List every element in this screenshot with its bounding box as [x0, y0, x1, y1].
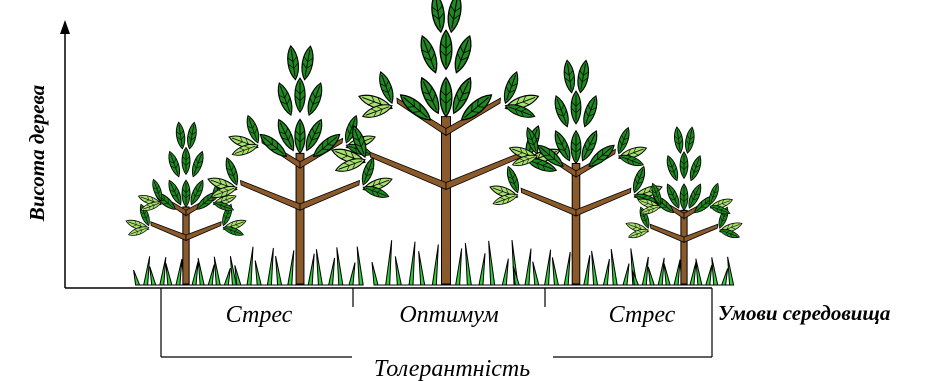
tree-trunk: [442, 117, 451, 284]
tree-trunk: [183, 207, 189, 284]
zone-label-stress-left: Стрес: [226, 302, 293, 328]
tree: [206, 45, 393, 285]
tolerance-label: Толерантність: [374, 356, 530, 381]
x-axis-label: Умови середовища: [718, 301, 890, 325]
tree: [125, 122, 247, 285]
zone-label-optimum: Оптимум: [399, 302, 498, 328]
y-axis-label: Висота дерева: [25, 85, 49, 222]
tree: [489, 60, 664, 285]
tree-trunk: [681, 210, 687, 284]
zone-label-stress-right: Стрес: [609, 302, 676, 328]
tree-trunk: [296, 153, 304, 284]
tree: [330, 0, 562, 285]
tree-trunk: [572, 163, 580, 284]
y-axis: [60, 20, 70, 288]
trees: [125, 0, 743, 285]
y-axis-arrow-icon: [60, 20, 70, 34]
